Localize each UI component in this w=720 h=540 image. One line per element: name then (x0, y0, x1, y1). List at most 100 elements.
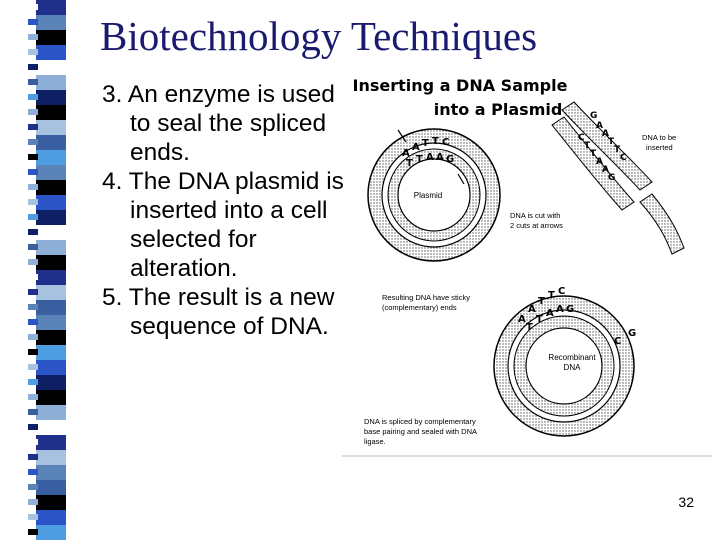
slide-title: Biotechnology Techniques (100, 13, 538, 59)
base-letter: C (442, 137, 449, 148)
stripe-block (28, 484, 38, 490)
stripe-block (28, 349, 38, 355)
label-sticky: Resulting DNA have sticky (382, 293, 470, 302)
stripe-block (28, 244, 38, 250)
stripe-block (36, 90, 66, 105)
stripe-block (28, 319, 38, 325)
stripe-block (28, 169, 38, 175)
stripe-block (28, 184, 38, 190)
plasmid-ring (367, 128, 501, 262)
recombinant-ring (493, 295, 635, 437)
base-letter: T (590, 149, 597, 159)
stripe-block (28, 499, 38, 505)
label-cut: 2 cuts at arrows (510, 221, 563, 230)
insert-strand (551, 101, 685, 255)
base-letter: A (528, 304, 536, 315)
stripe-block (28, 154, 38, 160)
stripe-block (36, 375, 66, 390)
stripe-block (28, 214, 38, 220)
stripe-block (36, 345, 66, 360)
stripe-block (28, 364, 38, 370)
base-letter: T (608, 137, 615, 147)
stripe-block (28, 229, 38, 235)
base-letter: A (602, 129, 609, 139)
stripe-block (28, 514, 38, 520)
stripe-block (36, 150, 66, 165)
base-letter: A (546, 308, 554, 319)
stripe-block (36, 30, 66, 45)
stripe-block (36, 510, 66, 525)
stripe-block (28, 79, 38, 85)
stripe-block (36, 480, 66, 495)
label-spliced: base pairing and sealed with DNA (364, 427, 477, 436)
stripe-block (28, 94, 38, 100)
stripe-block (28, 49, 38, 55)
stripe-block (36, 15, 66, 30)
label-sticky: (complementary) ends (382, 303, 457, 312)
base-letter: T (538, 296, 545, 307)
stripe-block (36, 0, 66, 15)
stripe-block (28, 4, 38, 10)
base-letter: G (590, 111, 597, 121)
stripe-block (28, 259, 38, 265)
base-letter: A (596, 157, 603, 167)
base-letter: G (628, 328, 636, 339)
base-letter: C (614, 336, 621, 347)
base-letter: A (426, 152, 434, 163)
stripe-block (36, 240, 66, 255)
stripe-block (36, 465, 66, 480)
stripe-block (36, 255, 66, 270)
base-letter: A (596, 121, 603, 131)
decorative-stripe (28, 0, 66, 540)
base-letter: T (584, 141, 591, 151)
stripe-block (36, 45, 66, 60)
stripe-block (36, 285, 66, 300)
label-cut: DNA is cut with (510, 211, 560, 220)
stripe-block (36, 60, 66, 75)
stripe-block (28, 19, 38, 25)
base-letter: C (558, 286, 565, 297)
stripe-block (28, 439, 38, 445)
base-letter: T (416, 154, 423, 165)
stripe-block (28, 199, 38, 205)
stripe-block (28, 124, 38, 130)
stripe-block (36, 135, 66, 150)
stripe-block (36, 180, 66, 195)
stripe-block (36, 390, 66, 405)
stripe-block (28, 469, 38, 475)
base-letter: A (556, 304, 564, 315)
base-letter: T (614, 145, 621, 155)
bullet-item: 5. The result is a new sequence of DNA. (102, 284, 335, 340)
stripe-block (36, 450, 66, 465)
stripe-block (28, 64, 38, 70)
base-letter: G (608, 173, 615, 183)
stripe-block (36, 75, 66, 90)
base-letter: T (526, 322, 533, 333)
stripe-block (28, 304, 38, 310)
stripe-block (36, 300, 66, 315)
stripe-block (36, 405, 66, 420)
stripe-block (36, 315, 66, 330)
figure-heading-line1: Inserting a DNA Sample (353, 76, 568, 95)
stripe-block (36, 330, 66, 345)
bullet-list: 3. An enzyme is used to seal the spliced… (102, 80, 352, 341)
page-number: 32 (678, 494, 694, 510)
stripe-block (36, 435, 66, 450)
recombinant-bases: A A T T C T T A A G G C (518, 286, 636, 347)
label-plasmid: Plasmid (414, 191, 442, 200)
base-letter: T (406, 158, 413, 169)
stripe-block (36, 495, 66, 510)
base-letter: A (602, 165, 609, 175)
label-dna-inserted: DNA to be (642, 133, 676, 142)
stripe-block (36, 210, 66, 225)
stripe-block (36, 195, 66, 210)
stripe-block (28, 379, 38, 385)
stripe-block (28, 109, 38, 115)
stripe-block (28, 34, 38, 40)
stripe-block (28, 289, 38, 295)
base-letter: T (548, 290, 555, 301)
stripe-block (36, 225, 66, 240)
label-spliced: ligase. (364, 437, 386, 446)
insert-bases: G A A T T C C T T A A G (578, 111, 627, 183)
stripe-block (36, 120, 66, 135)
